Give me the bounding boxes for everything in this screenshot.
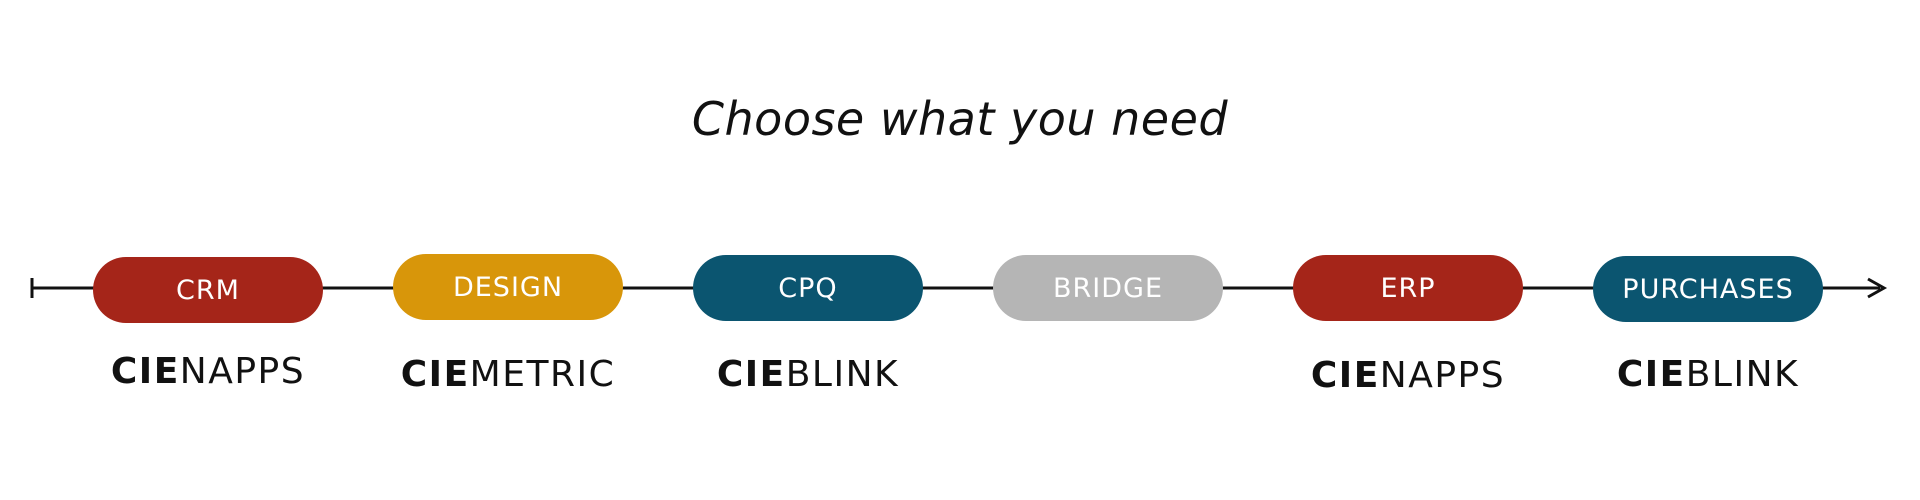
step-label: PURCHASES <box>1622 273 1794 305</box>
brand-prefix: CIE <box>110 351 180 392</box>
brand-erp: CIENAPPS <box>1258 358 1558 394</box>
brand-cpq: CIEBLINK <box>658 357 958 393</box>
step-label: CRM <box>176 274 240 306</box>
brand-suffix: METRIC <box>469 354 616 395</box>
timeline-arrowhead <box>1867 277 1888 299</box>
diagram-title: Choose what you need <box>691 92 1229 146</box>
brand-prefix: CIE <box>716 354 786 395</box>
step-cpq: CPQ <box>693 255 923 321</box>
step-label: CPQ <box>778 272 838 304</box>
step-purchases: PURCHASES <box>1593 256 1823 322</box>
step-label: ERP <box>1380 272 1436 304</box>
step-bridge: BRIDGE <box>993 255 1223 321</box>
brand-prefix: CIE <box>1310 355 1380 396</box>
brand-prefix: CIE <box>400 354 470 395</box>
step-label: DESIGN <box>452 271 564 303</box>
step-design: DESIGN <box>393 254 623 320</box>
brand-prefix: CIE <box>1616 354 1686 395</box>
step-crm: CRM <box>93 257 323 323</box>
step-label: BRIDGE <box>1052 272 1164 304</box>
brand-design: CIEMETRIC <box>358 357 658 393</box>
brand-suffix: NAPPS <box>1379 355 1506 396</box>
brand-suffix: BLINK <box>1685 354 1800 395</box>
brand-suffix: BLINK <box>785 354 900 395</box>
brand-purchases: CIEBLINK <box>1558 357 1858 393</box>
brand-suffix: NAPPS <box>179 351 306 392</box>
step-erp: ERP <box>1293 255 1523 321</box>
brand-crm: CIENAPPS <box>58 354 358 390</box>
